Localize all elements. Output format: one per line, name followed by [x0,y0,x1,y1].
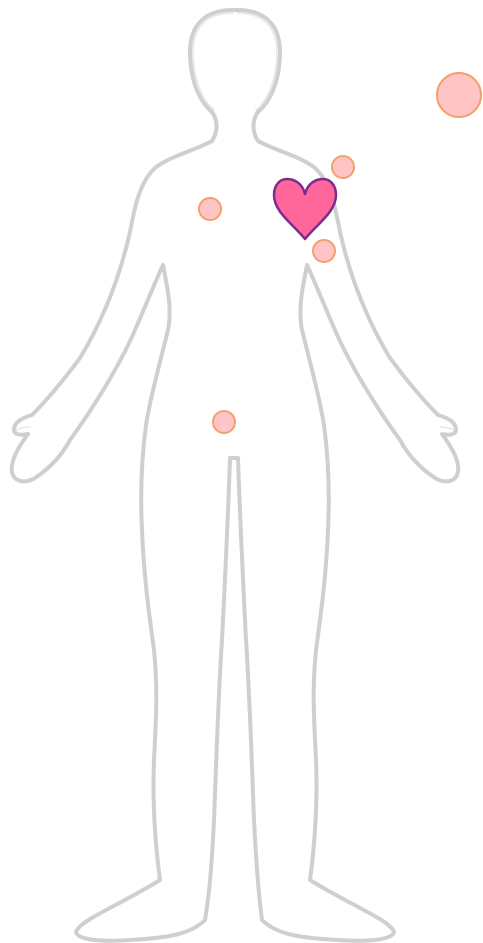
marker-layer [199,73,481,433]
marker-heart[interactable] [274,179,336,239]
heart-icon [274,179,336,239]
body-outline [12,10,459,941]
marker-lower-chest-right[interactable] [313,240,335,262]
body-silhouette-echo [16,13,454,430]
marker-top-right[interactable] [437,73,481,117]
body-silhouette [12,10,459,941]
marker-pelvis[interactable] [213,411,235,433]
marker-chest-left[interactable] [199,198,221,220]
marker-upper-chest-right[interactable] [332,156,354,178]
